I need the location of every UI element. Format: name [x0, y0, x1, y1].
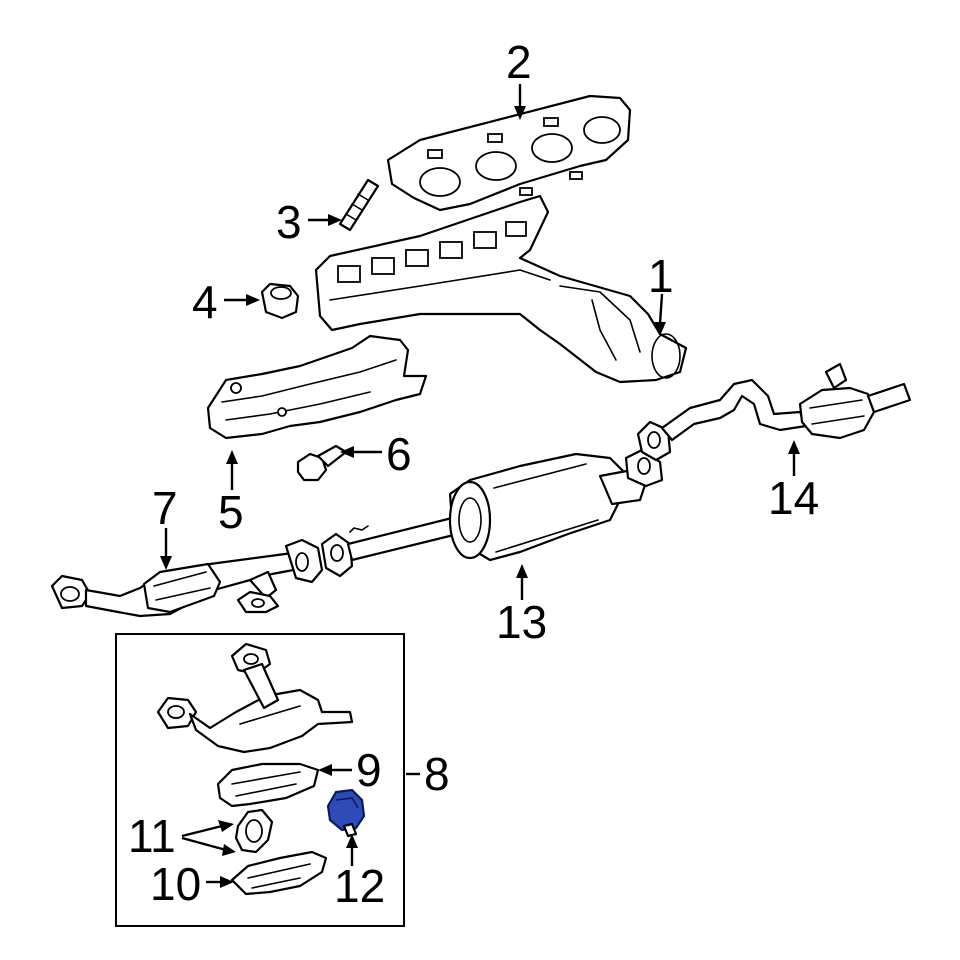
callout-labels: 2 3 4 1 5 6 7 13 14 9 8 11 10 12	[128, 36, 819, 912]
callout-11: 11	[128, 810, 176, 862]
upper-shield[interactable]	[216, 762, 320, 808]
nut[interactable]	[260, 282, 300, 320]
bolt[interactable]	[296, 444, 348, 482]
highlighted-clamp[interactable]	[326, 788, 366, 838]
callout-8: 8	[424, 748, 450, 800]
front-pipe[interactable]	[50, 538, 324, 618]
callout-3: 3	[276, 196, 302, 248]
callout-14: 14	[768, 472, 819, 524]
callout-10: 10	[150, 858, 201, 910]
exhaust-manifold[interactable]	[314, 194, 688, 384]
callout-2: 2	[506, 36, 532, 88]
callout-4: 4	[192, 276, 218, 328]
stud[interactable]	[338, 178, 380, 232]
inset-box	[115, 633, 405, 927]
pipe-gasket[interactable]	[234, 808, 274, 854]
callout-5: 5	[218, 486, 244, 538]
heat-shield[interactable]	[206, 334, 428, 440]
manifold-gasket[interactable]	[386, 94, 632, 212]
callout-6: 6	[386, 428, 412, 480]
callout-1: 1	[648, 250, 674, 302]
callout-7: 7	[152, 482, 178, 534]
converter-assembly[interactable]	[156, 642, 354, 754]
callout-arrows	[160, 84, 800, 888]
tailpipe[interactable]	[636, 362, 912, 462]
callout-9: 9	[356, 744, 382, 796]
intermediate-pipe-muffler[interactable]	[320, 448, 664, 578]
lower-shield[interactable]	[230, 850, 328, 896]
callout-12: 12	[334, 860, 385, 912]
callout-13: 13	[496, 596, 547, 648]
